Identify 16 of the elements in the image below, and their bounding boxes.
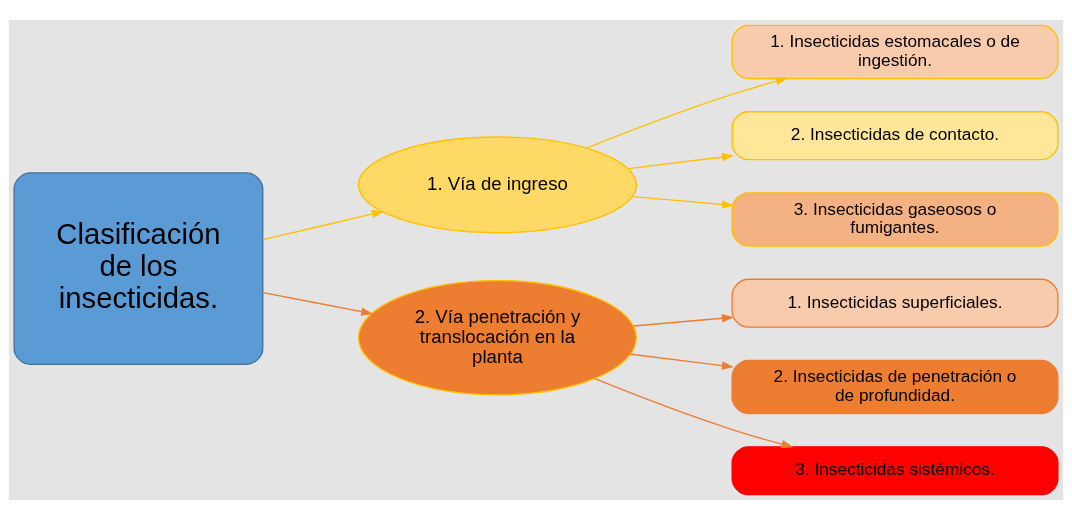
arrow	[632, 314, 734, 327]
arrow	[586, 77, 788, 149]
arrow	[262, 209, 384, 241]
arrow	[630, 353, 734, 370]
node-box: 2. Insecticidas de penetración o de profundidad.	[731, 359, 1059, 415]
arrow	[631, 195, 735, 209]
node-box: 3. Insecticidas gaseosos o fumigantes.	[731, 192, 1059, 247]
node-box: 3. Insecticidas sistémicos.	[731, 446, 1059, 496]
node-box: 1. Insecticidas superficiales.	[731, 278, 1059, 328]
arrow	[627, 152, 734, 170]
arrow	[594, 378, 794, 449]
node-box: 2. Insecticidas de contacto.	[731, 111, 1059, 161]
arrow	[262, 291, 374, 316]
node-ellipse: 1. Vía de ingreso	[357, 136, 638, 234]
node-box: Clasificación de los insecticidas.	[13, 172, 264, 366]
node-box: 1. Insecticidas estomacales o de ingestión.	[731, 24, 1059, 80]
